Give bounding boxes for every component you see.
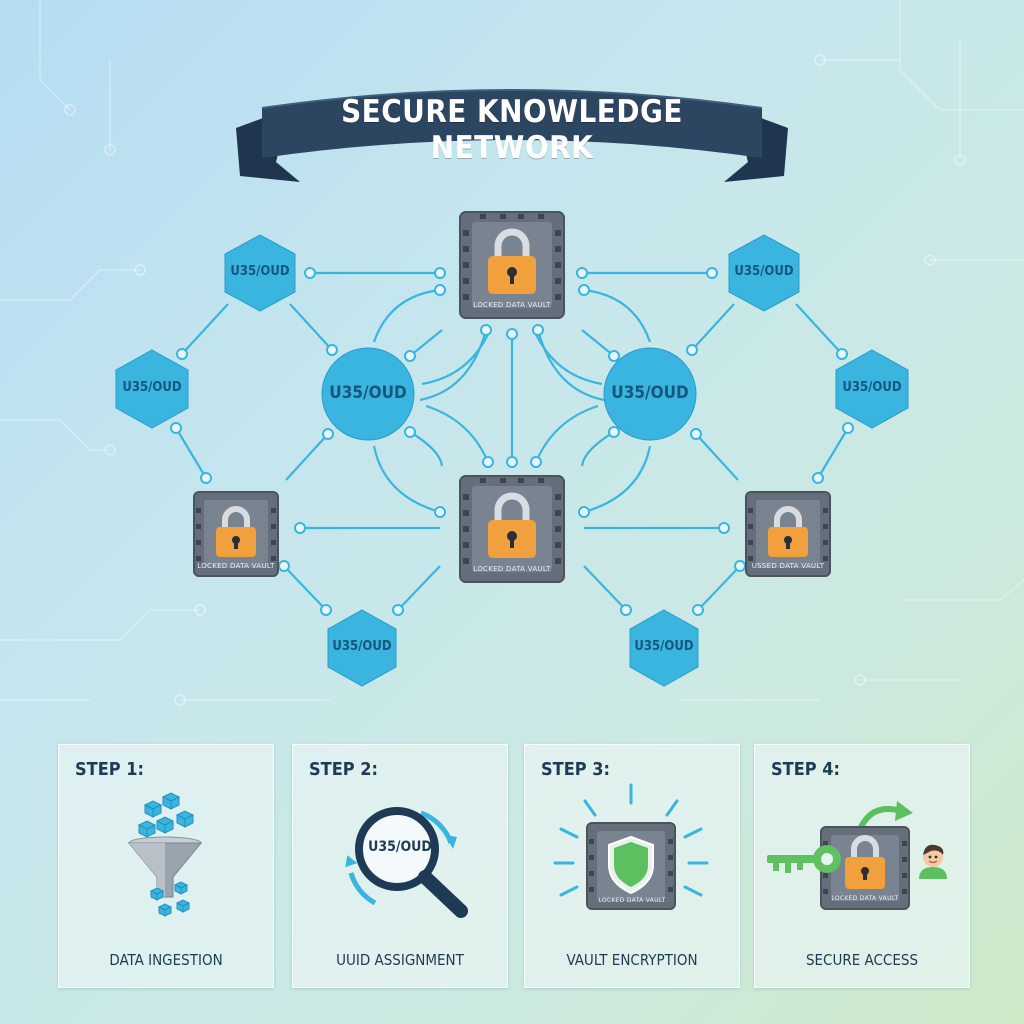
vault-label: LOCKED DATA VAULT xyxy=(473,565,551,573)
step-number: STEP 3: xyxy=(541,759,611,780)
step-name: UUID ASSIGNMENT xyxy=(336,951,464,969)
locked-data-vault xyxy=(459,211,565,319)
uuid-circle-node-label: U35/OUD xyxy=(611,383,689,403)
uuid-hex-node-label: U35/OUD xyxy=(332,639,392,654)
page-title: SECURE KNOWLEDGE NETWORK xyxy=(341,94,683,166)
step-card-vault-encryption: LOCKED DATA VAULT STEP 3: VAULT ENCRYPTI… xyxy=(524,744,740,988)
funnel-icon xyxy=(127,792,203,917)
uuid-circle-node xyxy=(603,347,697,441)
padlock-shackle xyxy=(774,506,802,528)
step-number: STEP 1: xyxy=(75,759,145,780)
step-name: SECURE ACCESS xyxy=(805,951,919,969)
magnifier-icon xyxy=(345,807,468,918)
magnifier-label: U35/OUD xyxy=(368,839,432,855)
used-data-vault xyxy=(745,491,831,577)
uuid-hex-node-label: U35/OUD xyxy=(634,639,694,654)
uuid-hex-node xyxy=(327,609,397,687)
key-access-icon xyxy=(767,801,947,910)
step-name: VAULT ENCRYPTION xyxy=(566,951,698,969)
padlock-shackle xyxy=(494,492,530,522)
locked-data-vault xyxy=(193,491,279,577)
vault-label: USSED DATA VAULT xyxy=(751,562,825,570)
locked-data-vault xyxy=(459,475,565,583)
uuid-hex-node-label: U35/OUD xyxy=(122,380,182,395)
vault-label: LOCKED DATA VAULT xyxy=(197,562,275,570)
uuid-hex-node xyxy=(835,349,909,429)
vault-label: LOCKED DATA VAULT xyxy=(473,301,551,309)
shield-vault-icon xyxy=(553,783,709,910)
step-card-data-ingestion: STEP 1: DATA INGESTION xyxy=(58,744,274,988)
uuid-hex-node-label: U35/OUD xyxy=(734,264,794,279)
network-connections xyxy=(175,271,849,611)
uuid-hex-node xyxy=(115,349,189,429)
step-card-secure-access: LOCKED DATA VAULT STEP 4: SECURE ACCESS xyxy=(754,744,970,988)
vault-label: LOCKED DATA VAULT xyxy=(831,895,899,902)
step-name: DATA INGESTION xyxy=(109,951,223,969)
network-junctions xyxy=(170,267,854,616)
uuid-hex-node-label: U35/OUD xyxy=(230,264,290,279)
step-number: STEP 4: xyxy=(771,759,841,780)
uuid-circle-node xyxy=(321,347,415,441)
vault-label: LOCKED DATA VAULT xyxy=(598,897,666,904)
padlock-shackle xyxy=(494,228,530,258)
title-banner xyxy=(236,89,788,182)
uuid-hex-node xyxy=(629,609,699,687)
uuid-hex-node xyxy=(224,234,296,312)
uuid-hex-node xyxy=(728,234,800,312)
step-card-uuid-assignment: U35/OUD STEP 2: UUID ASSIGNMENT xyxy=(292,744,508,988)
step-number: STEP 2: xyxy=(309,759,379,780)
uuid-hex-node-label: U35/OUD xyxy=(842,380,902,395)
uuid-circle-node-label: U35/OUD xyxy=(329,383,407,403)
padlock-shackle xyxy=(222,506,250,528)
